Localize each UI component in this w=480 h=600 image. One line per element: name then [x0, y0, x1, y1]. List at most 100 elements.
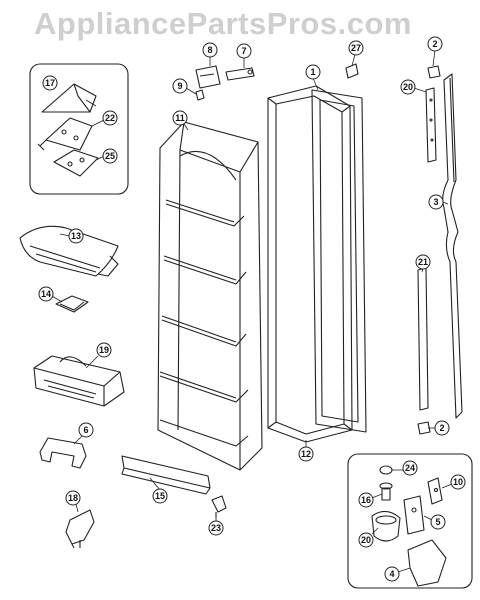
- callout-27-label: 27: [351, 43, 361, 53]
- clip-23: [211, 495, 227, 518]
- callout-10-circle: [450, 474, 466, 490]
- callout-2b-label: 2: [439, 423, 444, 433]
- door-liner-11: [157, 121, 263, 471]
- callout-14: 14: [38, 286, 54, 302]
- callout-22-circle: [102, 110, 118, 126]
- callout-5-circle: [430, 514, 446, 530]
- callout-19-circle: [96, 342, 112, 358]
- strip-20-top: [425, 87, 437, 163]
- callout-9-circle: [172, 78, 188, 94]
- bracket-6: [39, 437, 87, 469]
- callout-13-circle: [68, 228, 84, 244]
- callout-4: 4: [384, 566, 400, 582]
- callout-23-label: 23: [211, 523, 221, 533]
- door-gasket-12: [267, 85, 353, 443]
- part-2-top: [427, 65, 441, 79]
- callout-25-circle: [102, 148, 118, 164]
- part-8: [195, 65, 221, 89]
- callout-12: 12: [298, 446, 314, 462]
- callout-2a-circle: [427, 36, 443, 52]
- callout-12-label: 12: [301, 449, 311, 459]
- callout-1: 1: [305, 64, 321, 80]
- callout-25-label: 25: [105, 151, 115, 161]
- callout-3-circle: [428, 194, 444, 210]
- callout-3-label: 3: [433, 197, 438, 207]
- callout-20a-circle: [400, 79, 416, 95]
- callout-25: 25: [102, 148, 118, 164]
- callout-20a: 20: [400, 79, 416, 95]
- part-27: [345, 63, 359, 79]
- callout-10: 10: [450, 474, 466, 490]
- callout-2b-circle: [434, 420, 450, 436]
- callout-2a-label: 2: [432, 39, 437, 49]
- callout-7-circle: [236, 43, 252, 59]
- callout-23: 23: [208, 520, 224, 536]
- callout-17: 17: [42, 75, 58, 91]
- callout-4-label: 4: [389, 569, 394, 579]
- callout-2b: 2: [434, 420, 450, 436]
- breaker-strip-1: [311, 89, 367, 433]
- callout-21-circle: [415, 254, 431, 270]
- hinge-shim-25: [53, 149, 99, 177]
- callout-18: 18: [65, 490, 81, 506]
- hinge-cover-17: [41, 83, 97, 113]
- callout-3: 3: [428, 194, 444, 210]
- callout-20b-circle: [358, 532, 374, 548]
- callout-24: 24: [402, 460, 418, 476]
- callout-15-label: 15: [155, 491, 165, 501]
- dairy-bin-19: [33, 355, 125, 407]
- callout-11-label: 11: [175, 113, 185, 123]
- dairy-door-13: [19, 225, 119, 277]
- callout-13: 13: [68, 228, 84, 244]
- callout-16: 16: [358, 492, 374, 508]
- callout-19: 19: [96, 342, 112, 358]
- callout-17-circle: [42, 75, 58, 91]
- strip-21: [417, 267, 429, 411]
- callout-16-circle: [358, 492, 374, 508]
- callout-6: 6: [78, 422, 94, 438]
- callout-22: 22: [102, 110, 118, 126]
- callout-21: 21: [415, 254, 431, 270]
- watermark-text: AppliancePartsPros.com: [34, 6, 412, 41]
- callout-20b-label: 20: [361, 535, 371, 545]
- callout-8-label: 8: [207, 45, 212, 55]
- callout-17-label: 17: [45, 78, 55, 88]
- callout-4-circle: [384, 566, 400, 582]
- callout-27: 27: [348, 40, 364, 56]
- hinge-parts-inset-box: [29, 63, 129, 195]
- callout-19-label: 19: [99, 345, 109, 355]
- callout-9-label: 9: [177, 81, 182, 91]
- callout-9: 9: [172, 78, 188, 94]
- callout-27-circle: [348, 40, 364, 56]
- callout-5: 5: [430, 514, 446, 530]
- callout-11-circle: [172, 110, 188, 126]
- callout-14-circle: [38, 286, 54, 302]
- callout-16-label: 16: [361, 495, 371, 505]
- callout-15: 15: [152, 488, 168, 504]
- callout-1-circle: [305, 64, 321, 80]
- callout-7-label: 7: [241, 46, 246, 56]
- callout-1-label: 1: [310, 67, 315, 77]
- callout-23-circle: [208, 520, 224, 536]
- bottom-trim-15: [121, 455, 211, 495]
- callout-5-label: 5: [435, 517, 440, 527]
- part-9: [195, 89, 205, 101]
- part-2-bottom: [417, 421, 431, 435]
- callout-11: 11: [172, 110, 188, 126]
- callout-21-label: 21: [418, 257, 428, 267]
- callout-14-label: 14: [41, 289, 51, 299]
- hinge-plate-22: [45, 117, 93, 151]
- callout-15-circle: [152, 488, 168, 504]
- callout-22-label: 22: [105, 113, 115, 123]
- callout-18-label: 18: [68, 493, 78, 503]
- callout-24-label: 24: [405, 463, 415, 473]
- callout-2a: 2: [427, 36, 443, 52]
- clip-14: [55, 295, 89, 313]
- callout-20b: 20: [358, 532, 374, 548]
- callout-20a-label: 20: [403, 82, 413, 92]
- callout-7: 7: [236, 43, 252, 59]
- callout-8-circle: [202, 42, 218, 58]
- callout-24-circle: [402, 460, 418, 476]
